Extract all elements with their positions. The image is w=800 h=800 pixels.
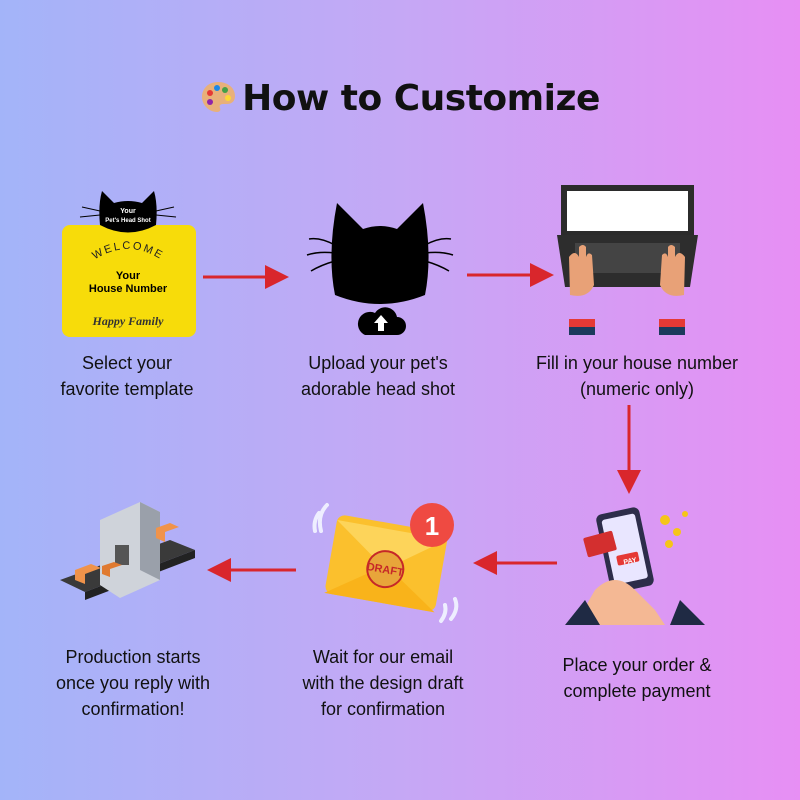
label-line: (numeric only) bbox=[579, 379, 695, 399]
title-text: How to Customize bbox=[242, 78, 600, 119]
template-sign-icon: Your Pet's Head Shot WELCOME Your House … bbox=[60, 185, 200, 340]
notification-badge bbox=[410, 503, 454, 547]
label-line: Select your bbox=[81, 353, 173, 373]
email-draft-icon: DRAFT 1 bbox=[305, 495, 470, 630]
label-line: Wait for our email bbox=[312, 647, 454, 667]
label-line: Production starts bbox=[65, 647, 201, 667]
template-head-text-1: Your bbox=[120, 208, 136, 215]
pay-label: PAY bbox=[623, 557, 638, 567]
template-number-2: House Number bbox=[89, 283, 168, 295]
badge-count: 1 bbox=[425, 511, 439, 541]
palette-icon bbox=[200, 80, 236, 123]
label-line: Place your order & bbox=[562, 655, 712, 675]
laptop-typing-icon bbox=[555, 185, 700, 335]
label-line: Fill in your house number bbox=[535, 353, 739, 373]
step-label-house-number: Fill in your house number (numeric only) bbox=[497, 350, 777, 402]
step-label-payment: Place your order & complete payment bbox=[507, 652, 767, 704]
template-number-1: Your bbox=[116, 270, 141, 282]
step-label-select-template: Select your favorite template bbox=[0, 350, 257, 402]
step-label-production: Production starts once you reply with co… bbox=[3, 644, 263, 722]
page-title: How to Customize bbox=[0, 78, 800, 123]
label-line: confirmation! bbox=[81, 699, 185, 719]
step-label-email: Wait for our email with the design draft… bbox=[253, 644, 513, 722]
label-line: adorable head shot bbox=[300, 379, 456, 399]
label-line: with the design draft bbox=[302, 673, 464, 693]
label-line: complete payment bbox=[563, 681, 711, 701]
step-label-upload: Upload your pet's adorable head shot bbox=[248, 350, 508, 402]
label-line: once you reply with bbox=[55, 673, 211, 693]
label-line: Upload your pet's bbox=[308, 353, 448, 373]
cat-upload-icon bbox=[305, 195, 455, 340]
label-line: favorite template bbox=[60, 379, 194, 399]
label-line: for confirmation bbox=[320, 699, 446, 719]
phone-payment-icon: PAY bbox=[565, 500, 705, 630]
conveyor-production-icon bbox=[60, 500, 200, 610]
template-family: Happy Family bbox=[92, 314, 165, 328]
template-head-text-2: Pet's Head Shot bbox=[105, 218, 150, 224]
